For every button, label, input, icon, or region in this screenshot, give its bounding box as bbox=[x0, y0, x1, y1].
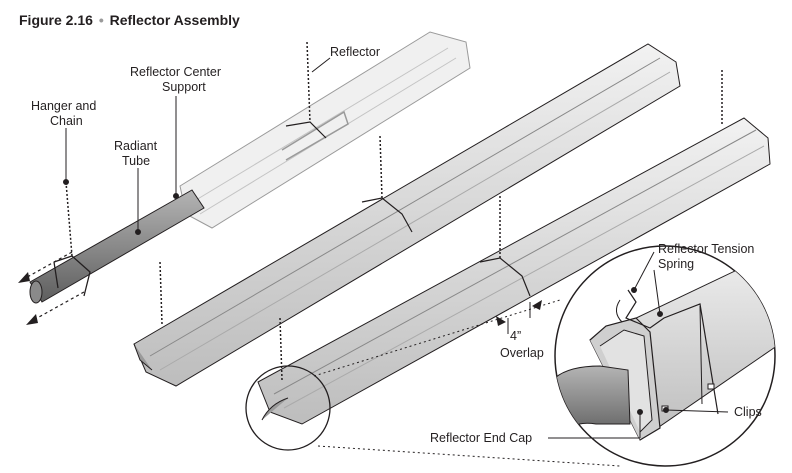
radiant-tube bbox=[29, 189, 205, 303]
label-reflector: Reflector bbox=[330, 45, 380, 59]
zoom-detail bbox=[554, 245, 776, 467]
left-assembly bbox=[18, 31, 471, 325]
label-hanger-2: Chain bbox=[50, 114, 83, 128]
label-radiant-2: Tube bbox=[122, 154, 150, 168]
figure-name: Reflector Assembly bbox=[109, 12, 240, 28]
label-radiant-1: Radiant bbox=[114, 139, 158, 153]
label-hanger-1: Hanger and bbox=[31, 99, 96, 113]
clip-2 bbox=[707, 383, 715, 390]
hanger bbox=[53, 255, 91, 297]
label-end-cap: Reflector End Cap bbox=[430, 431, 532, 445]
middle-reflector bbox=[133, 43, 681, 387]
label-overlap-1: 4” bbox=[510, 329, 521, 343]
front-reflector bbox=[245, 70, 771, 451]
middle-chain-2 bbox=[379, 135, 383, 199]
label-tension-1: Reflector Tension bbox=[658, 242, 754, 256]
figure-number: Figure 2.16 bbox=[19, 12, 93, 28]
hanger-chain bbox=[65, 181, 73, 257]
label-overlap-2: Overlap bbox=[500, 346, 544, 360]
hanger-chain-2 bbox=[306, 41, 311, 123]
tube-arrow-bottom bbox=[29, 291, 85, 323]
leader-lines bbox=[63, 57, 729, 439]
label-tension-2: Spring bbox=[658, 257, 694, 271]
overlap-dimension bbox=[496, 300, 542, 334]
label-clips: Clips bbox=[734, 405, 762, 419]
title-separator: • bbox=[98, 12, 104, 28]
end-detail-circle bbox=[245, 365, 331, 451]
middle-chain-1 bbox=[159, 261, 163, 325]
figure-title: Figure 2.16 • Reflector Assembly bbox=[19, 12, 240, 28]
label-center-support-1: Reflector Center bbox=[130, 65, 221, 79]
label-center-support-2: Support bbox=[162, 80, 206, 94]
center-support bbox=[281, 110, 349, 161]
tension-spring bbox=[625, 289, 719, 415]
